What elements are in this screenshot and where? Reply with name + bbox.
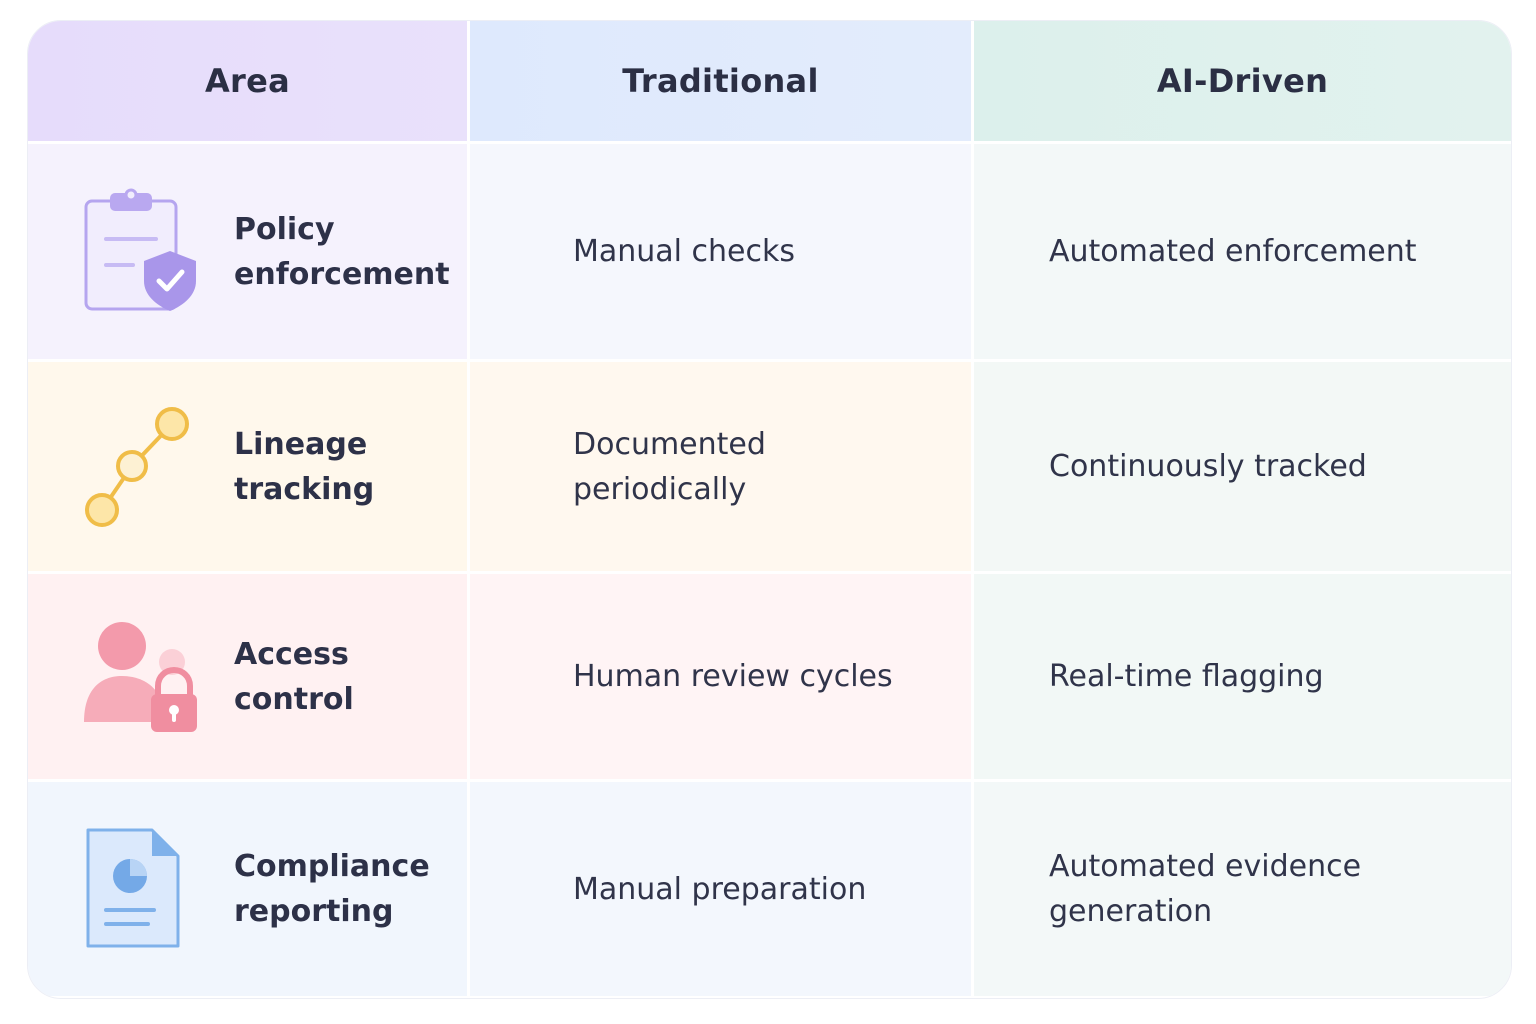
lineage-nodes-icon bbox=[78, 402, 198, 532]
traditional-cell: Manual preparation bbox=[470, 782, 971, 996]
ai-driven-cell: Automated enforcement bbox=[974, 144, 1511, 359]
traditional-cell: Human review cycles bbox=[470, 574, 971, 779]
area-label: Compliance reporting bbox=[234, 849, 430, 929]
traditional-cell: Documented periodically bbox=[470, 362, 971, 571]
column-header-traditional: Traditional bbox=[470, 21, 971, 141]
table-row-area-cell: Access control bbox=[28, 574, 467, 779]
area-label: Access control bbox=[234, 636, 354, 717]
clipboard-shield-icon bbox=[78, 187, 198, 317]
report-document-icon bbox=[78, 824, 198, 954]
user-lock-icon bbox=[78, 612, 198, 742]
table-row-area-cell: Compliance reporting bbox=[28, 782, 467, 996]
area-label: Policy enforcement bbox=[234, 211, 450, 292]
ai-driven-cell: Real-time flagging bbox=[974, 574, 1511, 779]
table-row-area-cell: Policy enforcement bbox=[28, 144, 467, 359]
area-label: Lineage tracking bbox=[234, 426, 375, 507]
table-row-area-cell: Lineage tracking bbox=[28, 362, 467, 571]
ai-driven-cell: Continuously tracked bbox=[974, 362, 1511, 571]
column-header-area: Area bbox=[28, 21, 467, 141]
traditional-cell: Manual checks bbox=[470, 144, 971, 359]
comparison-table: Area Traditional AI-Driven Policy enforc… bbox=[27, 20, 1512, 999]
column-header-ai-driven: AI-Driven bbox=[974, 21, 1511, 141]
ai-driven-cell: Automated evidence generation bbox=[974, 782, 1511, 996]
